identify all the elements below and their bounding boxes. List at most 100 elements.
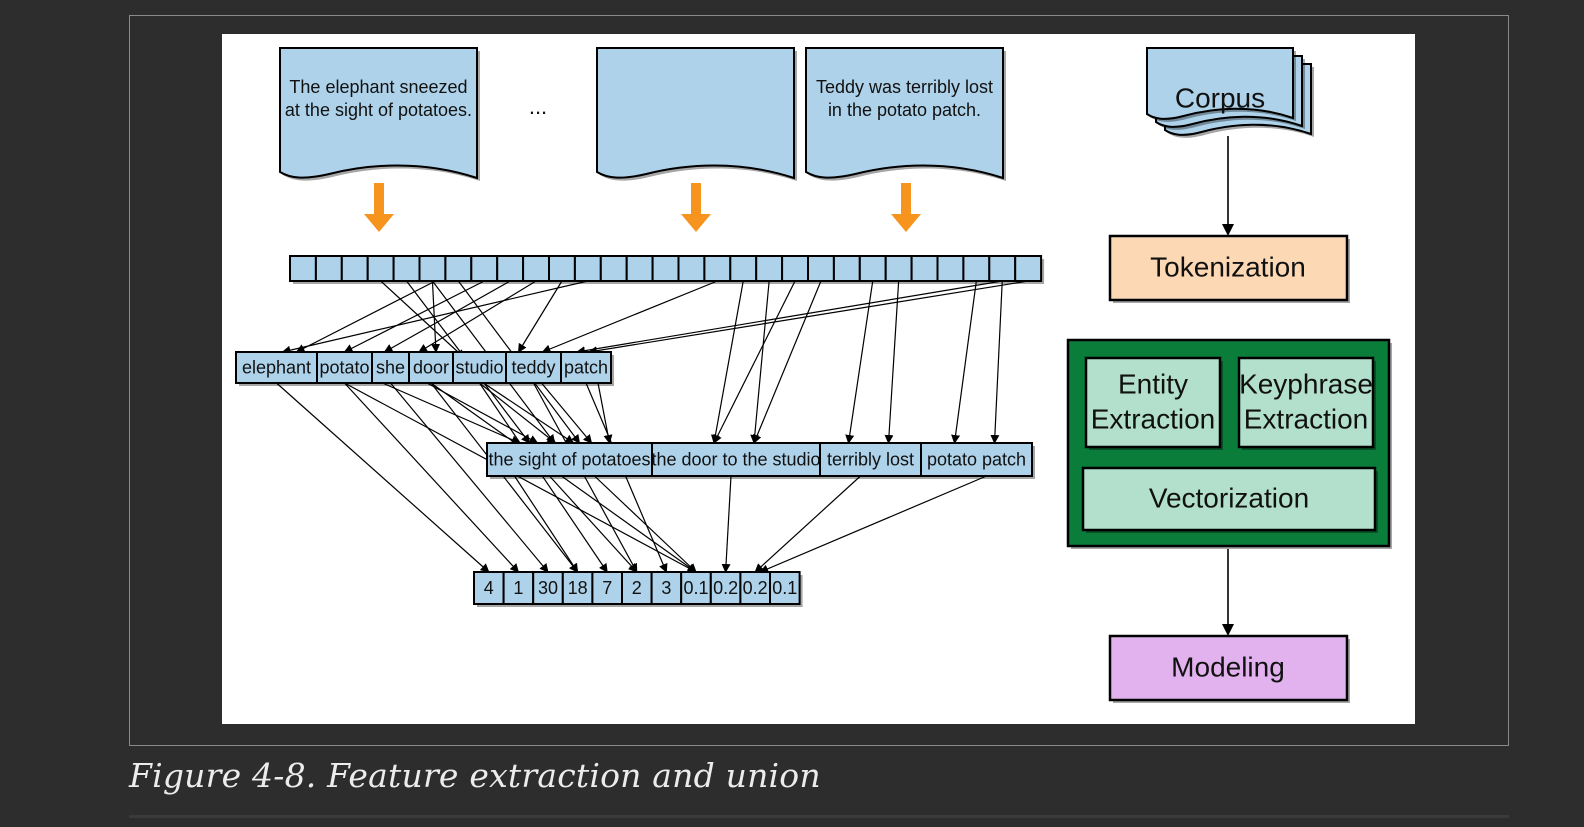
token-to-phrase-line: [951, 280, 977, 444]
vector-value: 3: [661, 578, 671, 598]
tokenize-arrow-3: [891, 183, 921, 232]
token-to-word-line: [576, 280, 1003, 356]
document-text: at the sight of potatoes.: [285, 100, 472, 120]
word-to-vector-line: [585, 382, 668, 573]
token-to-word-line: [380, 280, 466, 359]
phrase-to-vector-line: [513, 475, 579, 573]
phrase-4: [920, 442, 1035, 479]
word-label: teddy: [511, 357, 555, 377]
vectorization-box: [1081, 466, 1378, 533]
phrase-label: the door to the studio: [651, 449, 820, 469]
vector-cell: [709, 571, 744, 607]
token-slot: [832, 255, 861, 282]
divider: [129, 815, 1509, 818]
document-text: in the potato patch.: [828, 100, 981, 120]
word-she: [371, 351, 412, 386]
word-to-vector-line: [390, 382, 549, 573]
token-slot: [392, 255, 421, 282]
figure-frame: [129, 15, 1509, 746]
token-to-word-line: [383, 280, 511, 353]
vector-value: 1: [513, 578, 523, 598]
keyphrase-extraction-box: [1237, 356, 1376, 450]
phrase-to-vector-line: [759, 475, 987, 574]
entity-label: Entity: [1118, 368, 1188, 399]
word-to-vector-line: [532, 382, 638, 573]
vector-cell: [680, 571, 714, 607]
token-to-word-line: [418, 280, 537, 353]
vector-cell: [561, 571, 596, 607]
vector-cell: [739, 571, 773, 607]
phrase-label: the sight of potatoes: [488, 449, 650, 469]
vector-value: 0.2: [743, 578, 768, 598]
token-slot: [988, 255, 1017, 282]
token-slot: [703, 255, 732, 282]
word-to-vector-line: [276, 382, 490, 573]
vector-value: 2: [632, 578, 642, 598]
phrase-3: [819, 442, 924, 479]
ellipsis: ...: [529, 94, 547, 119]
token-slot: [910, 255, 939, 282]
word-label: patch: [564, 357, 608, 377]
token-to-phrase-line: [710, 280, 744, 444]
keyphrase-label: Keyphrase: [1239, 368, 1373, 399]
word-to-phrase-line: [541, 382, 593, 444]
word-to-phrase-line: [382, 382, 521, 444]
word-to-vector-line: [479, 382, 608, 573]
figure-canvas: The elephant sneezed at the sight of pota…: [222, 34, 1415, 724]
modeling-label: Modeling: [1171, 651, 1285, 682]
token-slot: [548, 255, 576, 282]
vector-value: 0.2: [713, 578, 738, 598]
entity-label: Extraction: [1091, 403, 1216, 434]
document-text: The elephant sneezed: [289, 77, 467, 97]
token-slot: [807, 255, 835, 282]
token-slot: [625, 255, 654, 282]
token-slot: [755, 255, 784, 282]
document-1: The elephant sneezed at the sight of pota…: [279, 47, 480, 181]
tokenize-arrow-2: [681, 183, 711, 232]
token-slot: [781, 255, 809, 282]
corpus-stack: Corpus: [1146, 47, 1314, 138]
word-label: potato: [319, 357, 369, 377]
token-to-phrase-line: [845, 280, 874, 444]
feature-extraction-diagram: The elephant sneezed at the sight of pota…: [235, 47, 1392, 703]
document-2: [596, 47, 797, 181]
token-slot: [289, 255, 317, 282]
token-slot: [340, 255, 369, 282]
word-to-phrase-line: [426, 382, 539, 444]
token-to-phrase-line: [884, 280, 900, 444]
token-to-word-line: [295, 280, 436, 353]
diagram-shapes: The elephant sneezed at the sight of pota…: [235, 47, 1392, 703]
token-slot: [858, 255, 887, 282]
vector-value: 18: [568, 578, 588, 598]
vectorization-label: Vectorization: [1149, 482, 1309, 513]
vector-value: 4: [484, 578, 494, 598]
token-slot: [677, 255, 706, 282]
token-to-word-line: [343, 280, 485, 353]
token-slot: [729, 255, 758, 282]
word-to-vector-line: [430, 382, 697, 573]
token-slot: [884, 255, 913, 282]
vector-value: 7: [602, 578, 612, 598]
word-label: elephant: [242, 357, 311, 377]
word-patch: [560, 351, 614, 386]
word-label: studio: [455, 357, 503, 377]
token-slot: [496, 255, 525, 282]
word-to-phrase-line: [479, 382, 557, 444]
token-to-phrase-line: [990, 280, 1003, 444]
token-slot: [444, 255, 473, 282]
vector-value: 0.1: [683, 578, 708, 598]
token-slot: [936, 255, 965, 282]
vector-cell: [769, 571, 803, 607]
phrase-to-vector-line: [721, 475, 732, 573]
figure-caption: Figure 4-8. Feature extraction and union: [129, 756, 821, 795]
word-to-phrase-line: [597, 382, 613, 444]
token-to-word-line: [588, 280, 1029, 356]
token-slot: [962, 255, 991, 282]
word-label: she: [376, 357, 405, 377]
word-teddy: [505, 351, 564, 386]
token-slot: [366, 255, 395, 282]
token-to-word-line: [281, 280, 588, 355]
phrase-label: terribly lost: [827, 449, 914, 469]
token-to-phrase-line: [713, 280, 796, 444]
keyphrase-label: Extraction: [1244, 403, 1369, 434]
